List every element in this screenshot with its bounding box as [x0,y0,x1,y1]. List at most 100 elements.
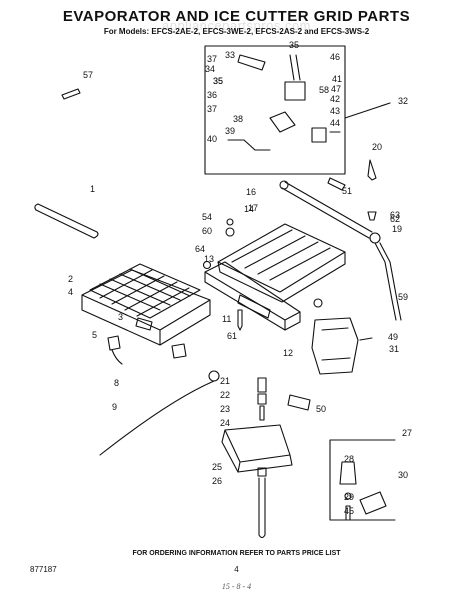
callout-16: 16 [246,187,256,197]
part-62-grommet [367,211,377,221]
callout-8: 8 [114,378,119,388]
part-11-screw [237,309,243,331]
part-21-sleeve [257,377,267,393]
callout-14: 14 [244,204,254,214]
callout-64: 64 [195,244,205,254]
callout-layer: 1234589111213141617192021222324252627282… [68,40,412,516]
callout-29: 29 [344,492,354,502]
callout-24: 24 [220,418,230,428]
callout-35: 35 [213,76,223,86]
part-29-nut [344,492,352,500]
callout-58: 58 [319,85,329,95]
part-16-fitting [279,180,289,190]
model-list: For Models: EFCS-2AE-2, EFCS-3WE-2, EFCS… [103,27,370,36]
callout-51: 51 [342,186,352,196]
callout-46: 46 [330,52,340,62]
part-16-tube [281,181,373,239]
callout-41: 41 [332,74,342,84]
callout-44: 44 [330,118,340,128]
document-number: 877187 [30,565,57,574]
part-54-nut [226,218,234,226]
callout-5: 5 [92,330,97,340]
part-26-tube [258,477,266,539]
part-4-grid-frame [81,269,211,346]
callout-21: 21 [220,376,230,386]
callout-34: 34 [205,64,215,74]
part-28-valve [339,461,357,485]
callout-43: 43 [330,106,340,116]
callout-31: 31 [389,344,399,354]
part-61-bracket [171,343,187,359]
control-inset-box [204,45,346,175]
part-49-screw [359,337,373,341]
callout-39: 39 [225,126,235,136]
callout-62: 62 [390,214,400,224]
part-2-grid-wires [89,263,201,319]
part-19-clamp [369,232,381,244]
callout-27: 27 [402,428,412,438]
part-27-valve-bracket [329,439,396,521]
part-64-grommet [202,260,212,270]
callout-38: 38 [233,114,243,124]
callout-61: 61 [227,331,237,341]
part-24-tray [221,424,293,473]
part-31-motor-assembly [311,317,359,375]
inset-leader-32 [344,102,391,119]
callout-45: 45 [344,506,354,516]
callout-54: 54 [202,212,212,222]
part-57-rod [61,88,81,100]
part-8-wire [111,349,123,365]
part-46-spring [289,54,301,81]
callout-3: 3 [118,312,123,322]
callout-12: 12 [283,348,293,358]
page-number: 4 [234,565,239,574]
callout-30: 30 [398,470,408,480]
callout-17: 17 [248,203,258,213]
callout-63: 63 [390,210,400,220]
callout-25: 25 [212,462,222,472]
part-51-connector [327,177,346,191]
callout-42: 42 [330,94,340,104]
callout-60: 60 [202,226,212,236]
part-12-support [237,294,271,319]
part-3-clip [135,317,153,331]
part-9-fitting [208,370,220,382]
part-25-fitting [257,467,267,477]
part-45-screw [345,505,351,521]
part-38-actuator [269,111,296,133]
part-20-probe [367,159,377,181]
part-5-bracket [107,335,121,351]
part-30-solenoid [359,491,387,515]
part-23-seal [259,405,265,421]
part-19-drain-tube [374,242,402,321]
callout-40: 40 [207,134,217,144]
callout-35: 35 [289,40,299,50]
callout-19: 19 [392,224,402,234]
callout-49: 49 [388,332,398,342]
callout-36: 36 [207,90,217,100]
diagram-title: EVAPORATOR AND ICE CUTTER GRID PARTS [62,8,411,25]
callout-22: 22 [220,390,230,400]
part-41-switch [284,81,306,101]
callout-11: 11 [222,314,231,324]
ordering-note: FOR ORDERING INFORMATION REFER TO PARTS … [132,550,341,557]
callout-59: 59 [398,292,408,302]
callout-28: 28 [344,454,354,464]
callout-47: 47 [331,84,341,94]
callout-50: 50 [316,404,326,414]
callout-35: 35 [213,76,223,86]
part-22-spring [257,393,267,405]
callout-37: 37 [207,104,217,114]
callout-26: 26 [212,476,222,486]
callout-13: 13 [204,254,214,264]
part-40-wire [227,139,271,151]
callout-1: 1 [90,184,95,194]
watermark: appliancepartspros.com [161,18,312,33]
callout-37: 37 [207,54,217,64]
part-60-washer [225,227,235,237]
callout-32: 32 [398,96,408,106]
part-59-nut [313,298,323,308]
handwritten-note: 15 - 8 - 4 [221,582,252,591]
